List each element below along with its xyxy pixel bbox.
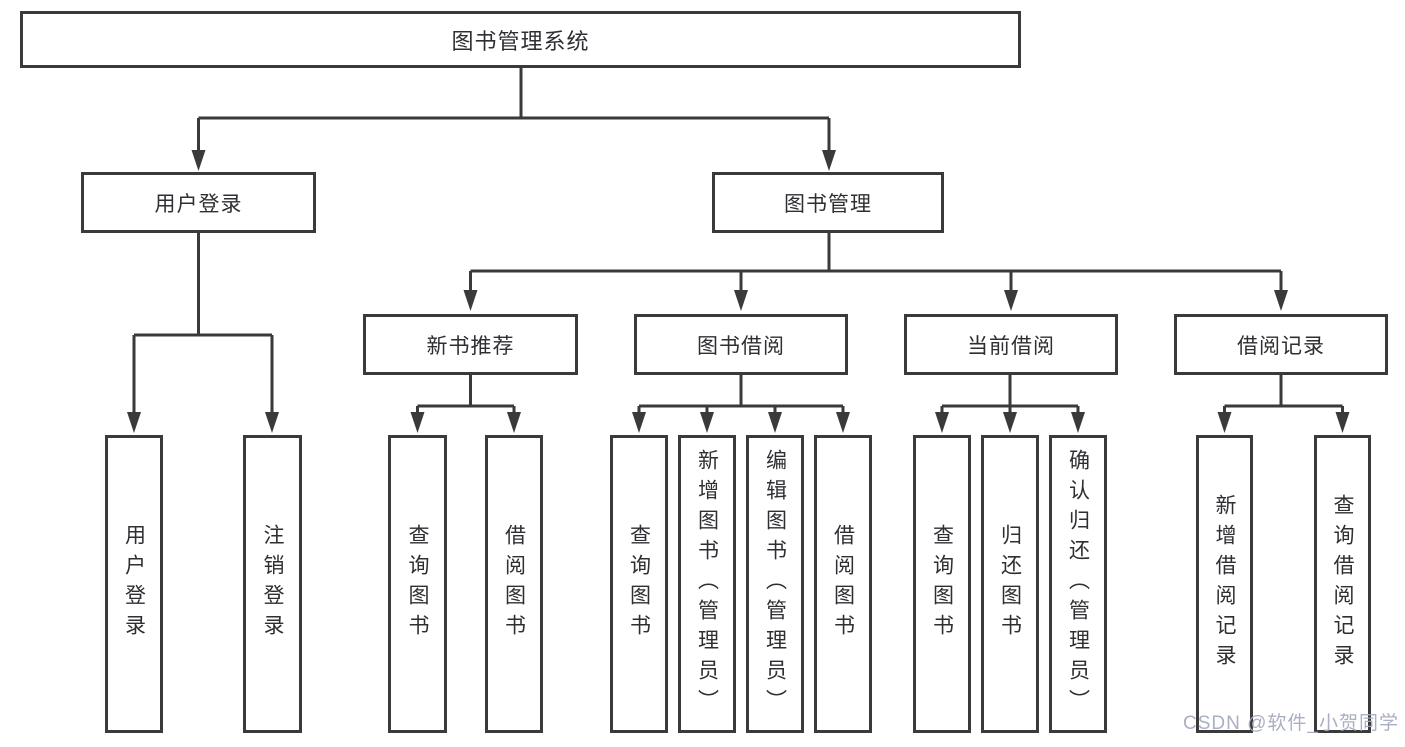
leaf-borrow-books-recommend: 借阅图书	[485, 435, 543, 733]
connector-current-borrow-children	[940, 375, 1080, 414]
node-book-management: 图书管理	[712, 172, 944, 233]
connector-book-management-children	[469, 233, 1283, 292]
arrowhead-book-management	[822, 150, 836, 171]
arrowhead-book-borrow	[734, 290, 748, 311]
node-label: 编辑图书（管理员）	[763, 449, 787, 719]
connector-new-book-recommend-children	[416, 375, 516, 414]
arrowhead-current-borrow	[1004, 290, 1018, 311]
node-label: 新增图书（管理员）	[695, 449, 719, 719]
node-label: 图书管理系统	[451, 28, 590, 54]
connector-borrow-records-children	[1223, 375, 1344, 414]
leaf-user-login: 用户登录	[105, 435, 163, 733]
arrowhead-leaf-add-books	[700, 412, 714, 433]
node-current-borrow: 当前借阅	[904, 314, 1118, 375]
node-label: 当前借阅	[967, 334, 1055, 358]
arrowhead-borrow-records	[1274, 290, 1288, 311]
arrowhead-leaf-query-books-2	[632, 412, 646, 433]
connector-user-login-children	[132, 233, 274, 414]
arrowhead-leaf-edit-books	[768, 412, 782, 433]
leaf-borrow-books-borrow: 借阅图书	[814, 435, 872, 733]
leaf-query-books-current: 查询图书	[913, 435, 971, 733]
node-book-borrow: 图书借阅	[634, 314, 848, 375]
node-new-book-recommend: 新书推荐	[363, 314, 578, 375]
leaf-confirm-return-admin: 确认归还（管理员）	[1049, 435, 1107, 733]
node-label: 确认归还（管理员）	[1066, 449, 1090, 719]
node-label: 归还图书	[998, 524, 1022, 644]
leaf-add-borrow-record: 新增借阅记录	[1196, 435, 1253, 733]
leaf-query-books-recommend: 查询图书	[388, 435, 447, 733]
arrowhead-new-book-recommend	[463, 290, 478, 311]
leaf-edit-books-admin: 编辑图书（管理员）	[746, 435, 804, 733]
arrowhead-leaf-borrow-books-2	[836, 412, 850, 433]
node-label: 用户登录	[122, 524, 146, 644]
arrowhead-leaf-borrow-books-1	[507, 412, 521, 433]
leaf-logout-login: 注销登录	[243, 435, 302, 733]
node-label: 查询借阅记录	[1331, 494, 1354, 674]
node-library-management-system: 图书管理系统	[20, 11, 1021, 68]
node-label: 新书推荐	[426, 334, 515, 358]
node-label: 图书管理	[784, 192, 872, 216]
arrowhead-leaf-query-borrow-record	[1335, 412, 1350, 433]
arrowhead-leaf-logout	[265, 412, 279, 433]
leaf-return-books: 归还图书	[981, 435, 1039, 733]
node-label: 借阅记录	[1237, 334, 1325, 358]
arrowhead-leaf-user-login	[127, 412, 141, 433]
node-label: 用户登录	[154, 192, 243, 216]
watermark: CSDN @软件_小贺同学	[1183, 713, 1399, 734]
node-label: 图书借阅	[697, 334, 785, 358]
arrowhead-leaf-return-books	[1003, 412, 1017, 433]
node-label: 查询图书	[627, 524, 651, 644]
leaf-query-books-borrow: 查询图书	[610, 435, 668, 733]
node-label: 查询图书	[930, 524, 954, 644]
node-label: 注销登录	[261, 524, 284, 644]
arrowhead-user-login	[191, 150, 206, 171]
arrowhead-leaf-query-books-1	[410, 412, 425, 433]
node-borrow-records: 借阅记录	[1174, 314, 1388, 375]
arrowhead-leaf-add-borrow-record	[1217, 412, 1232, 433]
leaf-query-borrow-record: 查询借阅记录	[1314, 435, 1371, 733]
leaf-add-books-admin: 新增图书（管理员）	[678, 435, 736, 733]
node-user-login: 用户登录	[81, 172, 316, 233]
connector-root-to-level2	[197, 68, 831, 152]
connector-book-borrow-children	[637, 375, 845, 414]
node-label: 查询图书	[406, 524, 429, 644]
arrowhead-leaf-query-books-3	[935, 412, 949, 433]
node-label: 借阅图书	[502, 524, 526, 644]
node-label: 借阅图书	[831, 524, 855, 644]
arrowhead-leaf-confirm-return	[1071, 412, 1085, 433]
node-label: 新增借阅记录	[1213, 494, 1236, 674]
